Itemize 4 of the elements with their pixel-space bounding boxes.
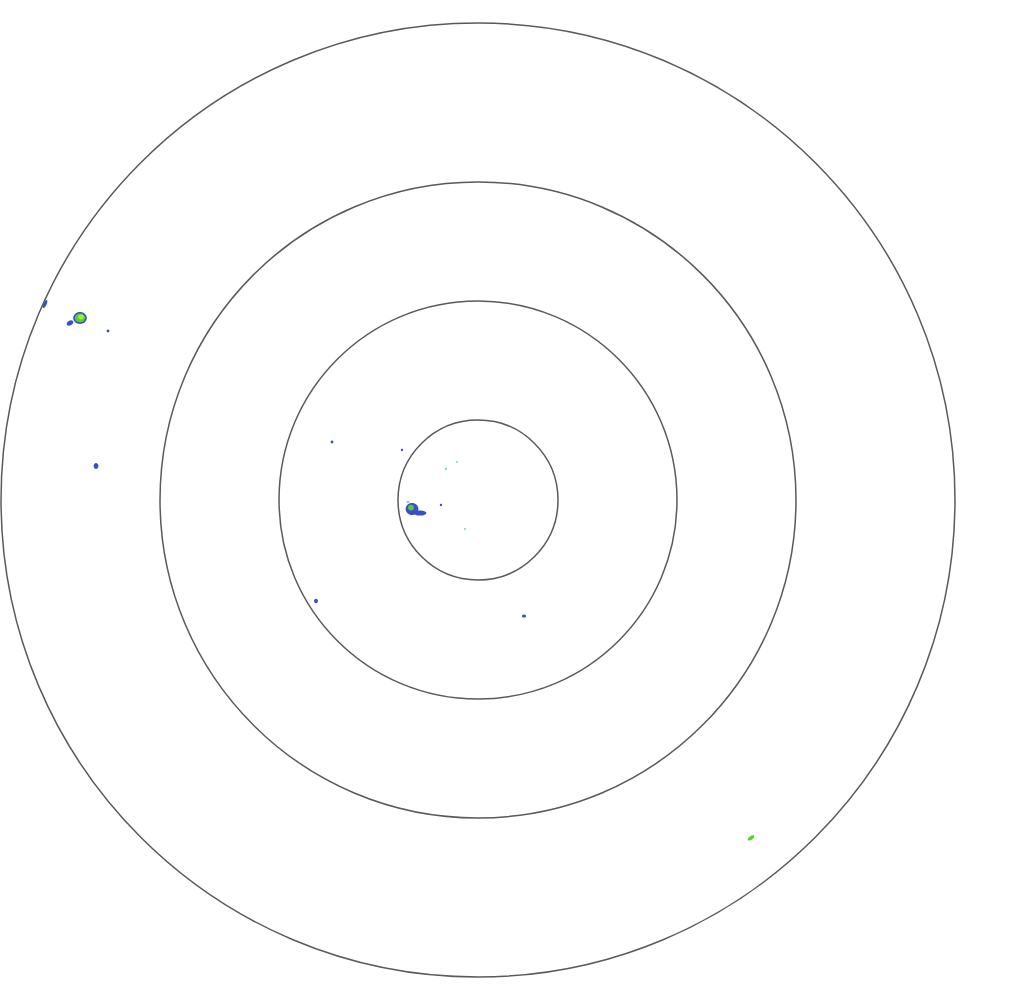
- range-ring: [159, 181, 797, 819]
- range-ring: [278, 300, 678, 700]
- range-ring: [397, 419, 559, 581]
- range-ring: [0, 22, 956, 978]
